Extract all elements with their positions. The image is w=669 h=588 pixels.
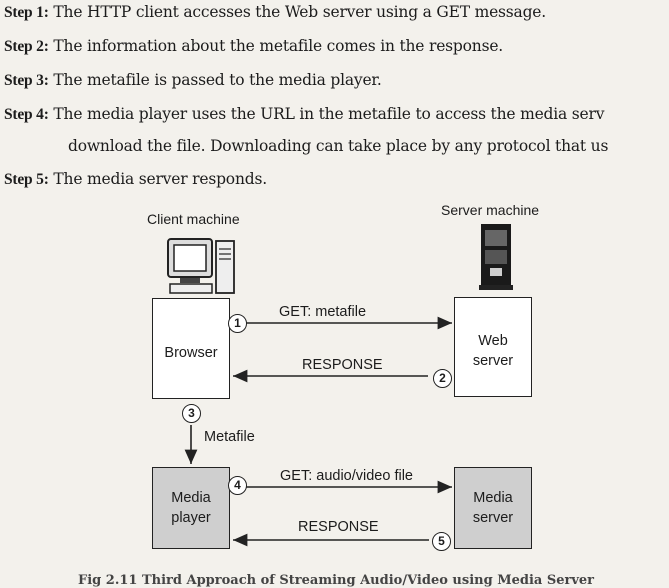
step-text: The media server responds. — [53, 170, 267, 188]
media-server-box — [454, 467, 532, 549]
step-label: Step 3: — [4, 72, 49, 89]
step-label: Step 5: — [4, 171, 49, 188]
media-player-label-line2: player — [171, 510, 211, 526]
web-server-box — [454, 297, 532, 397]
label-response-2: RESPONSE — [298, 519, 379, 535]
label-get-metafile: GET: metafile — [279, 304, 367, 320]
step-2: Step 2: The information about the metafi… — [4, 37, 503, 56]
step-text: The information about the metafile comes… — [53, 37, 504, 55]
label-response-1: RESPONSE — [302, 357, 383, 373]
step-4: Step 4: The media player uses the URL in… — [4, 105, 604, 124]
server-icon — [479, 224, 513, 290]
media-server-label-line2: server — [472, 510, 514, 526]
step-marker-1: 1 — [228, 314, 247, 333]
browser-box — [152, 298, 230, 399]
web-server-label-line2: server — [472, 353, 514, 369]
step-text: The metafile is passed to the media play… — [53, 71, 382, 89]
step-3: Step 3: The metafile is passed to the me… — [4, 71, 382, 90]
server-machine-label: Server machine — [441, 202, 540, 218]
figure-caption: Fig 2.11 Third Approach of Streaming Aud… — [78, 573, 595, 588]
step-label: Step 2: — [4, 38, 49, 55]
web-server-label: Web server — [454, 331, 532, 371]
web-server-label-line1: Web — [478, 333, 508, 349]
step-label: Step 1: — [4, 4, 49, 21]
step-marker-5: 5 — [432, 532, 451, 551]
media-player-box — [152, 467, 230, 549]
client-machine-label: Client machine — [147, 211, 240, 227]
media-server-label-line1: Media — [473, 490, 513, 506]
label-metafile: Metafile — [204, 429, 255, 445]
step-marker-4: 4 — [228, 476, 247, 495]
step-5: Step 5: The media server responds. — [4, 170, 267, 189]
step-marker-3: 3 — [182, 404, 201, 423]
step-4-continuation: download the file. Downloading can take … — [68, 137, 609, 155]
step-1: Step 1: The HTTP client accesses the Web… — [4, 3, 546, 22]
media-server-label: Media server — [454, 488, 532, 528]
step-label: Step 4: — [4, 106, 49, 123]
step-text: The HTTP client accesses the Web server … — [53, 3, 547, 21]
step-marker-2: 2 — [433, 369, 452, 388]
computer-icon — [167, 238, 235, 294]
media-player-label-line1: Media — [171, 490, 211, 506]
browser-label: Browser — [164, 345, 218, 361]
step-text: The media player uses the URL in the met… — [53, 105, 605, 123]
media-player-label: Media player — [152, 488, 230, 528]
label-get-av: GET: audio/video file — [280, 468, 413, 484]
